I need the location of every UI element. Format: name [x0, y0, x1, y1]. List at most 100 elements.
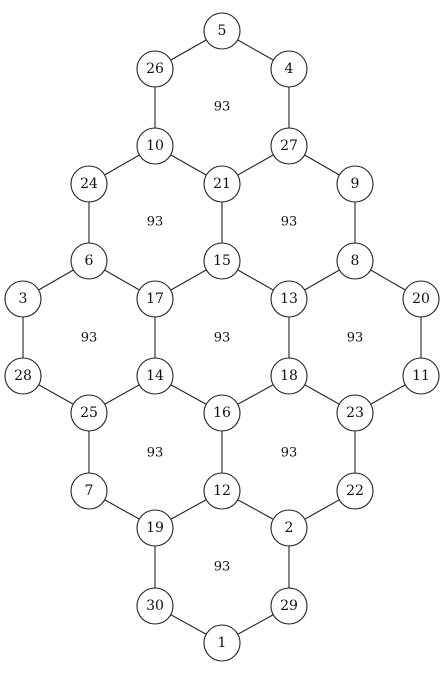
- node-7: 7: [70, 472, 108, 510]
- node-2: 2: [270, 509, 308, 547]
- node-label: 23: [346, 405, 364, 421]
- node-circle: [336, 472, 374, 510]
- node-circle: [136, 280, 174, 318]
- node-circle: [270, 280, 308, 318]
- node-circle: [203, 624, 241, 662]
- node-4: 4: [270, 50, 308, 88]
- node-label: 24: [80, 176, 98, 192]
- node-27: 27: [270, 127, 308, 165]
- face-label: 93: [347, 331, 364, 346]
- node-6: 6: [70, 242, 108, 280]
- node-25: 25: [70, 394, 108, 432]
- node-19: 19: [136, 509, 174, 547]
- face-label-layer: 93 93 93 93 93 93 93 93 93: [81, 100, 364, 575]
- node-17: 17: [136, 280, 174, 318]
- node-circle: [4, 280, 42, 318]
- node-label: 22: [346, 483, 364, 499]
- node-layer: 1234567891011121314151617181920212223242…: [4, 12, 440, 662]
- node-label: 2: [285, 520, 294, 536]
- face-label: 93: [214, 560, 231, 575]
- node-circle: [136, 587, 174, 625]
- face-label: 93: [147, 215, 164, 230]
- node-label: 9: [351, 176, 360, 192]
- node-8: 8: [336, 242, 374, 280]
- node-label: 10: [146, 138, 164, 154]
- node-circle: [203, 242, 241, 280]
- node-circle: [70, 242, 108, 280]
- node-22: 22: [336, 472, 374, 510]
- node-circle: [270, 127, 308, 165]
- node-circle: [70, 165, 108, 203]
- node-30: 30: [136, 587, 174, 625]
- node-21: 21: [203, 165, 241, 203]
- node-label: 16: [213, 405, 231, 421]
- node-circle: [336, 394, 374, 432]
- node-circle: [4, 357, 42, 395]
- node-circle: [270, 50, 308, 88]
- node-label: 19: [146, 520, 164, 536]
- node-label: 12: [213, 483, 231, 499]
- face-label: 93: [81, 331, 98, 346]
- node-13: 13: [270, 280, 308, 318]
- node-14: 14: [136, 357, 174, 395]
- node-label: 28: [14, 368, 32, 384]
- node-26: 26: [136, 50, 174, 88]
- node-label: 29: [280, 598, 298, 614]
- node-11: 11: [402, 357, 440, 395]
- face-label: 93: [281, 446, 298, 461]
- node-circle: [336, 165, 374, 203]
- node-20: 20: [402, 280, 440, 318]
- node-28: 28: [4, 357, 42, 395]
- node-circle: [136, 50, 174, 88]
- node-label: 5: [218, 23, 227, 39]
- node-label: 3: [19, 291, 28, 307]
- node-label: 30: [146, 598, 164, 614]
- node-23: 23: [336, 394, 374, 432]
- node-circle: [203, 165, 241, 203]
- node-3: 3: [4, 280, 42, 318]
- node-circle: [402, 357, 440, 395]
- node-label: 1: [218, 635, 227, 651]
- node-label: 8: [351, 253, 360, 269]
- node-label: 17: [146, 291, 164, 307]
- node-circle: [136, 509, 174, 547]
- node-12: 12: [203, 472, 241, 510]
- node-label: 14: [146, 368, 164, 384]
- node-label: 13: [280, 291, 298, 307]
- node-15: 15: [203, 242, 241, 280]
- node-label: 25: [80, 405, 98, 421]
- node-circle: [203, 12, 241, 50]
- node-29: 29: [270, 587, 308, 625]
- node-10: 10: [136, 127, 174, 165]
- node-circle: [270, 509, 308, 547]
- node-label: 7: [85, 483, 94, 499]
- face-label: 93: [214, 100, 231, 115]
- node-circle: [136, 127, 174, 165]
- node-label: 15: [213, 253, 231, 269]
- node-label: 21: [213, 176, 231, 192]
- node-label: 20: [412, 291, 430, 307]
- node-label: 4: [285, 61, 294, 77]
- node-9: 9: [336, 165, 374, 203]
- node-circle: [270, 357, 308, 395]
- face-label: 93: [281, 215, 298, 230]
- node-circle: [203, 472, 241, 510]
- node-circle: [402, 280, 440, 318]
- face-label: 93: [214, 331, 231, 346]
- node-1: 1: [203, 624, 241, 662]
- node-circle: [270, 587, 308, 625]
- node-label: 6: [85, 253, 94, 269]
- node-18: 18: [270, 357, 308, 395]
- node-circle: [336, 242, 374, 280]
- node-circle: [70, 394, 108, 432]
- node-label: 27: [280, 138, 298, 154]
- face-label: 93: [147, 446, 164, 461]
- node-circle: [136, 357, 174, 395]
- node-5: 5: [203, 12, 241, 50]
- node-circle: [70, 472, 108, 510]
- node-label: 18: [280, 368, 298, 384]
- node-label: 26: [146, 61, 164, 77]
- node-16: 16: [203, 394, 241, 432]
- node-24: 24: [70, 165, 108, 203]
